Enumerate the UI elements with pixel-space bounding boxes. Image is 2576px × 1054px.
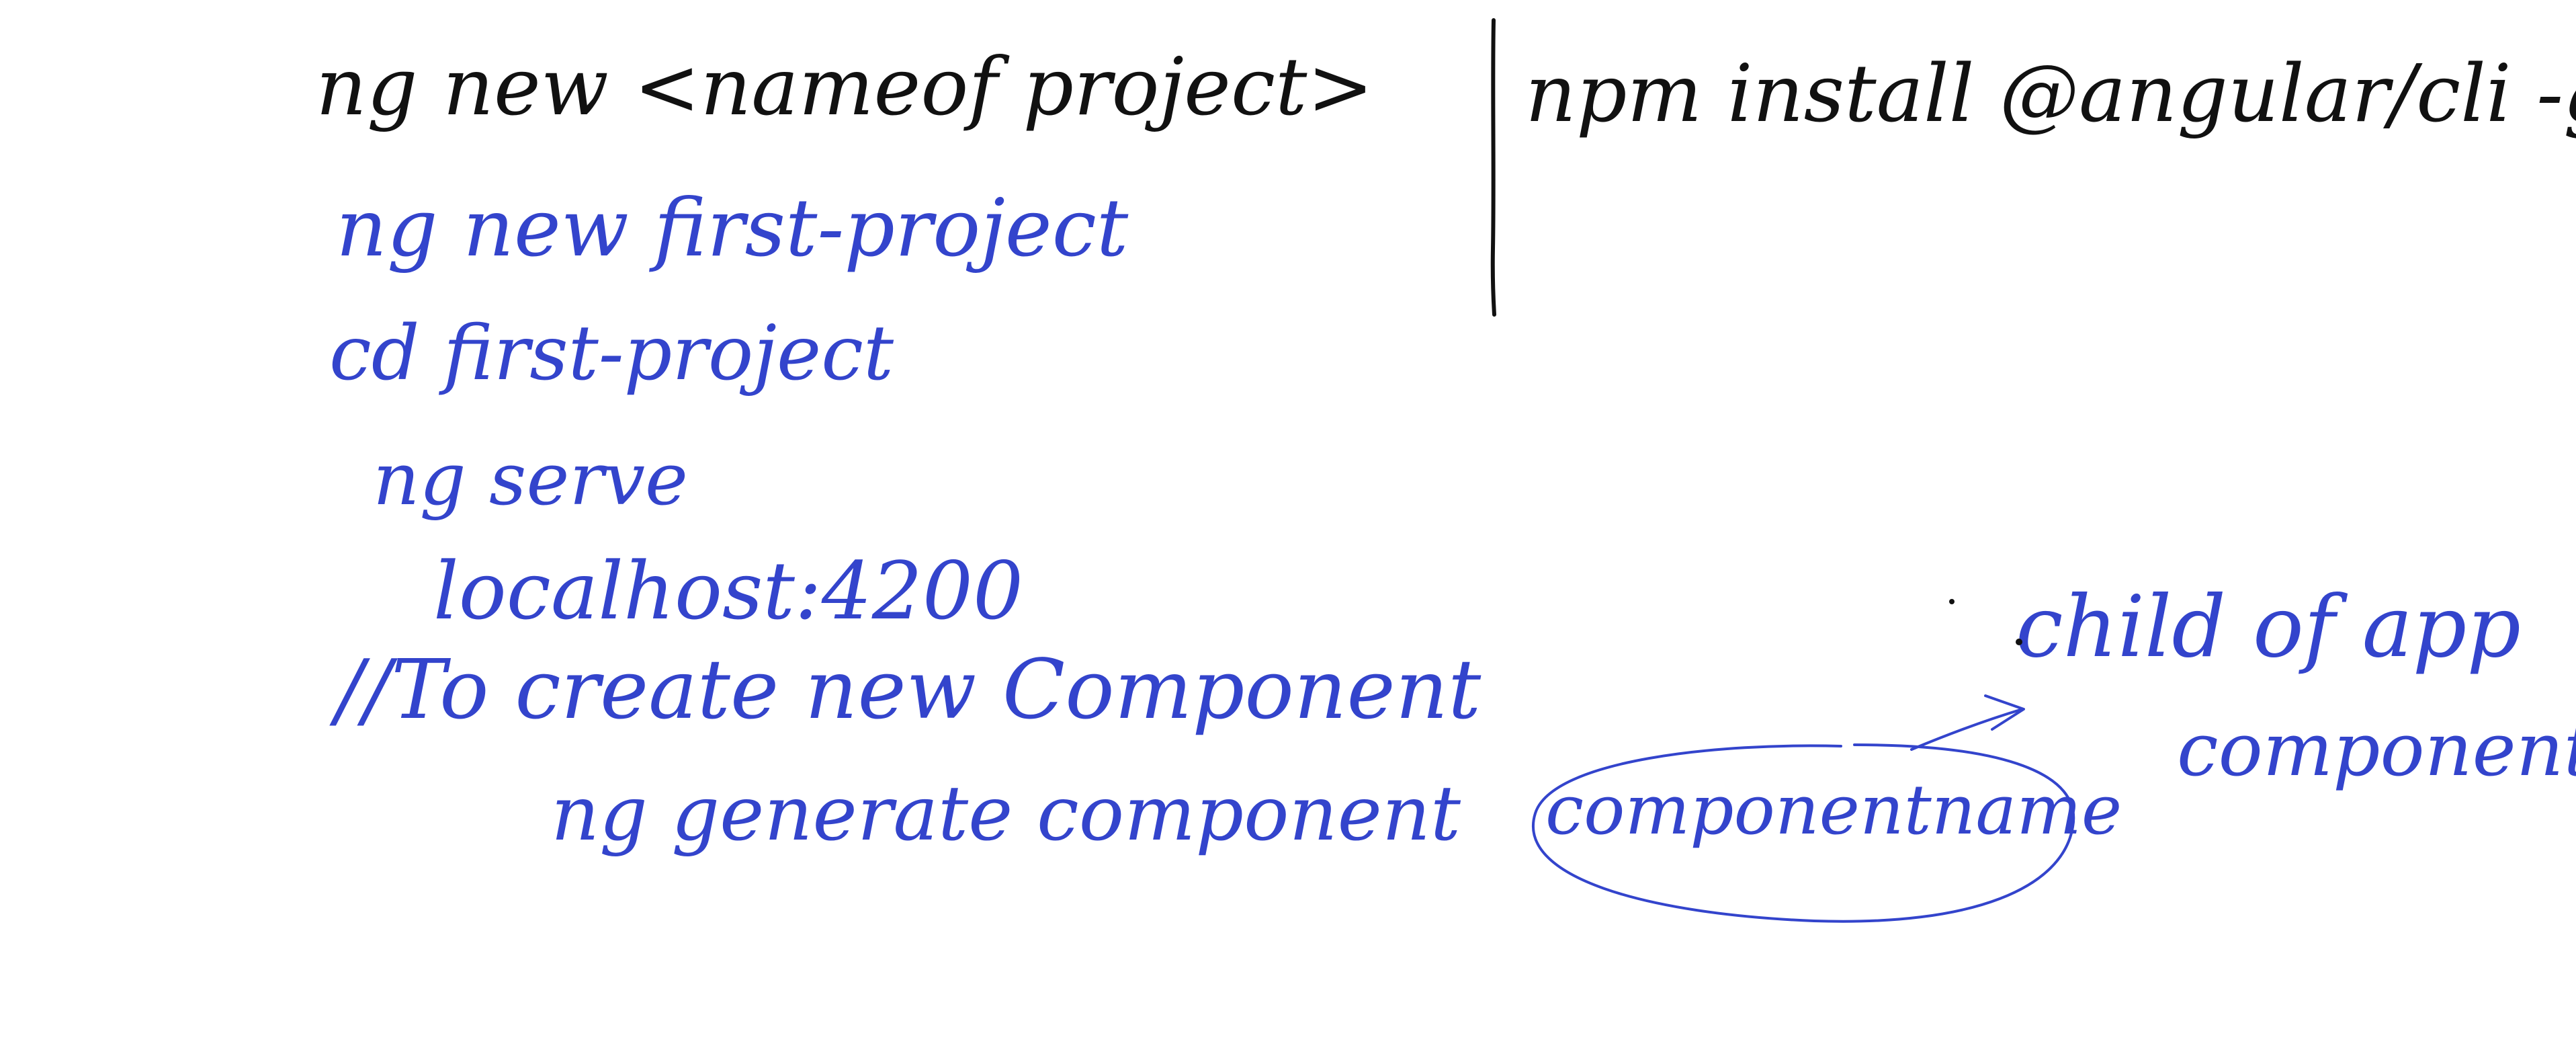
arrow-head-icon: [1984, 694, 2025, 731]
divider-stroke: [1490, 18, 1496, 317]
handwritten-note-cd-first-project: cd first-project: [329, 310, 894, 397]
handwritten-note-ng-generate-component: ng generate component: [551, 770, 1461, 858]
handwritten-note-create-component-comment: //To create new Component: [336, 642, 1482, 737]
handwritten-note-ng-new-first-project: ng new first-project: [336, 181, 1129, 274]
handwritten-note-ng-serve: ng serve: [373, 438, 688, 522]
handwritten-note-ng-new-template: ng new <nameof project>: [316, 40, 1374, 133]
arrow-stroke: [1910, 708, 2024, 751]
handwritten-note-localhost: localhost:4200: [433, 544, 1024, 637]
handwritten-note-componentname: componentname: [1545, 770, 2122, 850]
handwritten-note-component-annotation: component: [2177, 706, 2576, 793]
stray-dot: [1949, 599, 1955, 604]
handwritten-note-child-of-app: child of app: [2016, 577, 2522, 676]
handwritten-note-npm-install-cli: npm install @angular/cli -g: [1525, 47, 2576, 140]
